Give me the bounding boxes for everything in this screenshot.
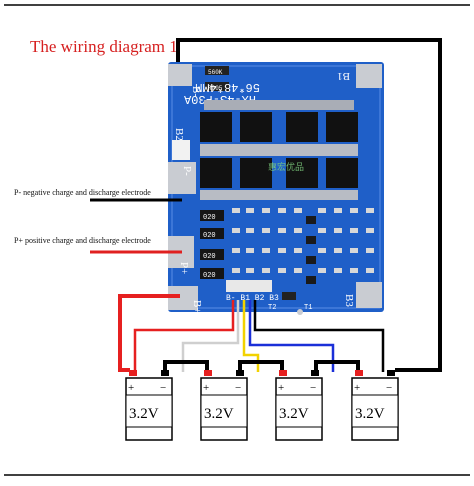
pad-b1	[356, 64, 382, 88]
wire-red-balance	[133, 300, 235, 372]
series-link-2	[238, 360, 284, 372]
resistor-code: 020	[203, 232, 216, 240]
pad-label-b3: B3	[343, 294, 355, 307]
thermal-label-t1: T1	[304, 304, 312, 312]
cell-label-box	[125, 394, 173, 428]
mosfet	[286, 112, 318, 142]
cell-voltage: 3.2V	[279, 406, 309, 422]
board-size-text: 56*48*4MM	[195, 80, 260, 94]
series-link-1	[163, 360, 209, 372]
cell-voltage: 3.2V	[355, 406, 385, 422]
wire-black-balance	[253, 300, 385, 372]
resistor	[200, 249, 224, 260]
cell-minus-terminal	[387, 370, 395, 376]
cell-plus-terminal	[279, 370, 287, 376]
resistor	[200, 268, 224, 279]
wire-blue-balance	[248, 300, 335, 372]
mosfet-pins	[200, 144, 358, 156]
balance-connector	[226, 280, 272, 292]
battery-cell: + − 3.2V	[351, 370, 399, 441]
mosfet-array	[200, 100, 358, 200]
watermark-text: 惠宏优品	[268, 161, 304, 172]
pad-label-b-minus: B-	[190, 86, 202, 97]
diagram-title: The wiring diagram 1	[30, 37, 178, 56]
cell-plus-sign: +	[128, 382, 134, 394]
mosfet	[326, 112, 358, 142]
pad-label-b1: B1	[337, 70, 350, 82]
shunt-resistors: 020 020 020 020	[200, 210, 224, 280]
smd-code-2: R005	[208, 85, 223, 92]
cell-voltage: 3.2V	[129, 406, 159, 422]
thermal-hole	[297, 309, 303, 315]
cell-plus-sign: +	[354, 382, 360, 394]
callout-negative: P- negative charge and discharge electro…	[14, 188, 151, 197]
thermal-label-t2: T2	[268, 304, 276, 312]
mosfet	[240, 158, 272, 188]
wire-b-minus	[176, 38, 442, 372]
wire-gray-balance	[181, 300, 240, 372]
cell-minus-sign: −	[160, 382, 166, 394]
resistor	[200, 228, 224, 239]
cell-label-box	[275, 394, 323, 428]
cell-plus-terminal	[204, 370, 212, 376]
cell-minus-terminal	[311, 370, 319, 376]
connector-label: B- B1 B2 B3 B+	[226, 294, 293, 303]
battery-cell: + − 3.2V	[275, 370, 323, 441]
resistor-code: 020	[203, 214, 216, 222]
cell-plus-terminal	[355, 370, 363, 376]
mosfet	[240, 112, 272, 142]
cell-label-box	[351, 394, 399, 428]
mosfet-tabs	[204, 100, 354, 110]
thermistor	[282, 292, 296, 300]
white-pad	[172, 140, 190, 160]
mosfet	[200, 112, 232, 142]
cell-voltage: 3.2V	[204, 406, 234, 422]
pad-label-p-minus: P-	[181, 166, 193, 176]
cell-minus-sign: −	[235, 382, 241, 394]
series-link-3	[314, 360, 360, 372]
resistor-code: 020	[203, 272, 216, 280]
smd-component-grid	[232, 208, 374, 273]
pad-b3	[356, 282, 382, 308]
mosfet	[286, 158, 318, 188]
pad-p-minus	[168, 162, 196, 194]
mosfet	[326, 158, 358, 188]
cell-plus-sign: +	[203, 382, 209, 394]
pad-label-b-plus: B+	[191, 300, 203, 314]
callout-positive: P+ positive charge and discharge electro…	[14, 236, 151, 245]
smd-code-1: 560K	[208, 69, 223, 76]
battery-cell: + − 3.2V	[200, 370, 248, 441]
smd-resistor-2	[205, 82, 229, 91]
cell-plus-sign: +	[278, 382, 284, 394]
cell-minus-terminal	[161, 370, 169, 376]
mosfet	[200, 158, 232, 188]
cell-minus-sign: −	[310, 382, 316, 394]
mosfet-pins	[200, 190, 358, 200]
smd-resistor-1	[205, 66, 229, 75]
cell-plus-terminal	[129, 370, 137, 376]
cell-label-box	[200, 394, 248, 428]
cell-minus-terminal	[236, 370, 244, 376]
pad-b-minus	[168, 64, 192, 86]
ic-chips	[306, 216, 316, 284]
pad-label-b2: B2	[173, 128, 185, 141]
cell-minus-sign: −	[386, 382, 392, 394]
bms-board: B- B1 560K R005 56*48*4MM HX-4S-F30A B2	[168, 62, 384, 315]
wire-b-plus-red	[118, 294, 180, 372]
battery-cell: + − 3.2V	[125, 370, 173, 441]
resistor	[200, 210, 224, 221]
resistor-code: 020	[203, 253, 216, 261]
pad-label-p-plus: P+	[178, 262, 190, 274]
